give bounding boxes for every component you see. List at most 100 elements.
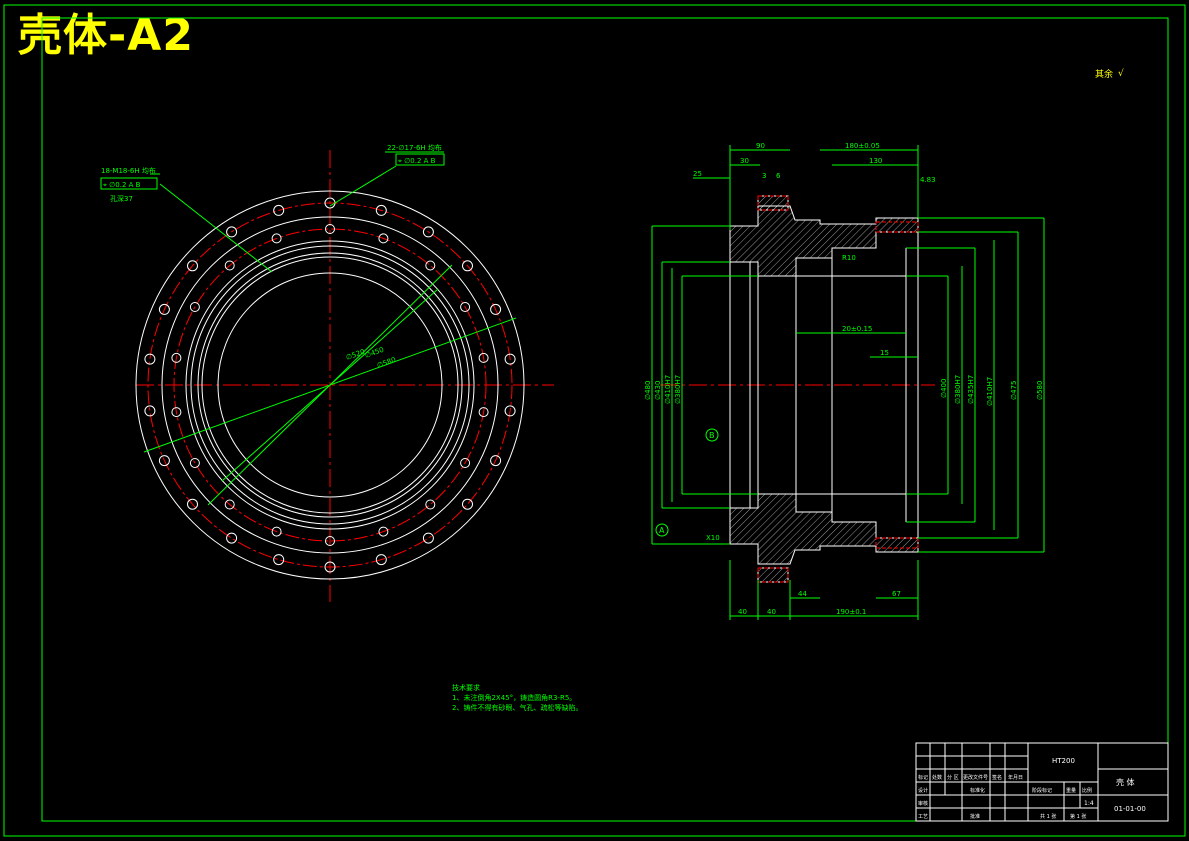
outer-bolt-hole (144, 405, 156, 417)
dia-right-4: ∅410H7 (986, 377, 994, 406)
outer-bolt-hole (490, 455, 502, 467)
tech-req-heading: 技术要求 (452, 683, 480, 692)
inner-threaded-hole (460, 458, 471, 468)
inner-threaded-hole (189, 458, 200, 468)
dim-40b: 40 (767, 608, 776, 616)
dia-right-2: ∅380H7 (954, 375, 962, 404)
datum-b: B (709, 431, 715, 440)
callout-a-frame-box (100, 177, 158, 190)
upper-wall-section (729, 205, 919, 277)
outer-bolt-hole (273, 554, 285, 566)
outer-bolt-hole (462, 260, 473, 272)
outer-flange-circle (135, 190, 525, 580)
outer-bolt-hole (490, 303, 502, 315)
inner-threaded-hole (271, 526, 282, 537)
inner-threaded-hole (478, 407, 489, 418)
tb-part-name: 壳 体 (1116, 777, 1135, 787)
datum-a: A (659, 526, 665, 535)
dim-44: 44 (798, 590, 807, 598)
outer-bolt-hole (187, 498, 198, 510)
tb-sheet-no: 第 1 张 (1070, 813, 1086, 820)
inner-threaded-hole (189, 302, 200, 312)
callout-b-leader (329, 165, 397, 207)
outer-bolt-hole (504, 353, 516, 365)
inner-threaded-hole (425, 499, 436, 510)
inner-threaded-hole (425, 260, 436, 271)
dim-15: 15 (880, 349, 889, 357)
inner-threaded-hole (378, 233, 389, 244)
tb-col-label-4: 年月日 (1008, 774, 1023, 781)
dim-3: 3 (762, 172, 766, 180)
dia-leader-3 (221, 288, 439, 482)
inner-threaded-hole (271, 233, 282, 244)
title-block: 标记 设计 审核 工艺 处数 分 区 更改文件号 签名 年月日 标准化 批准 阶… (915, 742, 1169, 822)
dim-190: 190±0.1 (836, 608, 866, 616)
inner-threaded-hole (171, 352, 182, 363)
outer-bolt-hole (226, 532, 238, 544)
section-view: 90 30 180±0.05 130 25 4.83 3 6 20±0.15 1… (644, 142, 1045, 620)
flange-step-circle (161, 216, 499, 554)
inner-threaded-holes (171, 224, 489, 546)
tb-row-label-3: 工艺 (918, 814, 928, 820)
bore-circle-3 (197, 252, 463, 518)
radius-r10: R10 (842, 254, 856, 262)
tb-col-label-0: 处数 (932, 774, 942, 781)
upper-thread-hole (875, 221, 919, 233)
dim-25: 25 (693, 170, 702, 178)
inner-border (41, 17, 1169, 822)
tb-std-label: 标准化 (970, 787, 985, 794)
outer-bolt-hole (422, 532, 434, 544)
callout-b-frame: ⌖ ∅0.2 A B (398, 157, 436, 165)
chamfer-x10: X10 (706, 534, 720, 542)
tb-row-label-2: 审核 (918, 800, 928, 807)
outer-bolt-hole (187, 260, 198, 272)
inner-threaded-hole (171, 407, 182, 418)
inner-threaded-hole (224, 499, 235, 510)
inner-threaded-hole (325, 224, 335, 234)
tb-col-label-1: 分 区 (947, 774, 959, 781)
tb-col-label-3: 签名 (992, 774, 1002, 781)
roughness-icon: √ (1118, 68, 1124, 79)
outer-bolt-hole (324, 561, 336, 573)
bore-circle-2 (190, 245, 470, 525)
inner-threaded-hole (460, 302, 471, 312)
tb-scale-label: 比例 (1082, 787, 1092, 794)
tb-sheet-total: 共 1 张 (1040, 813, 1056, 820)
dim-40a: 40 (738, 608, 747, 616)
dim-180: 180±0.05 (845, 142, 880, 150)
datum-b-circle (705, 428, 719, 442)
dim-130: 130 (869, 157, 882, 165)
outer-bolt-hole (375, 554, 387, 566)
inner-threaded-hole (224, 260, 235, 271)
tech-req-line-1: 1、未注倒角2X45°，铸造圆角R3-R5。 (452, 693, 576, 702)
tb-weight-label: 重量 (1066, 787, 1076, 794)
outer-bolt-hole (226, 226, 238, 238)
tb-scale: 1:4 (1084, 800, 1094, 807)
dim-20: 20±0.15 (842, 325, 872, 333)
dim-4x83: 4.83 (920, 176, 936, 184)
lower-bolt-hole (757, 567, 789, 583)
dia-label-3: ∅580 (376, 356, 397, 370)
lower-wall-section (729, 493, 919, 565)
outer-bolt-hole (273, 204, 285, 216)
inner-threaded-hole (325, 536, 335, 546)
bore-circle-1 (185, 240, 475, 530)
left-end-view: ∅520 ∅450 ∅580 18-M18-6H 均布 ⌖ ∅0.2 A B 孔… (100, 143, 554, 602)
dia-left-4: ∅380H7 (674, 375, 682, 404)
tb-col-label-2: 更改文件号 (963, 774, 988, 781)
outer-bolt-holes (144, 197, 516, 573)
upper-bolt-hole (757, 195, 789, 211)
lower-thread-hole (875, 537, 919, 549)
outer-border (3, 4, 1186, 837)
callout-a-text: 18-M18-6H 均布 (101, 166, 156, 175)
tb-row-label-0: 标记 (918, 774, 928, 781)
inner-threaded-hole (478, 352, 489, 363)
tb-material: HT200 (1052, 757, 1075, 765)
dim-6: 6 (776, 172, 781, 180)
tech-requirements: 技术要求 1、未注倒角2X45°，铸造圆角R3-R5。 2、铸件不得有砂眼、气孔… (452, 683, 582, 712)
dia-left-2: ∅430 (654, 381, 662, 400)
tb-drawing-no: 01-01-00 (1114, 805, 1146, 813)
tb-stage-label: 阶段标记 (1032, 787, 1052, 794)
upper-lug (757, 195, 789, 211)
